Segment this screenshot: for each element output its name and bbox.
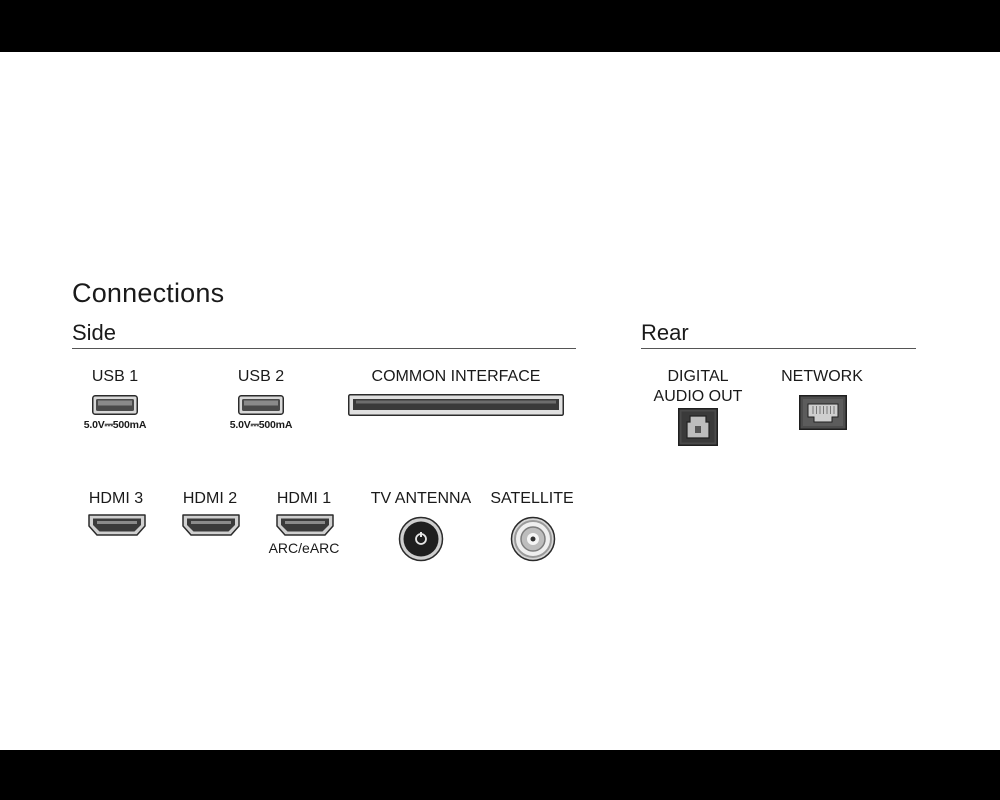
optical-audio-icon	[678, 408, 718, 446]
hdmi3-label: HDMI 3	[88, 490, 144, 507]
usb1-power-spec: 5.0V⎓500mA	[83, 419, 147, 431]
hdmi-port-icon	[182, 514, 240, 536]
bottom-letterbox-bar	[0, 750, 1000, 800]
top-letterbox-bar	[0, 0, 1000, 52]
digital-audio-out-label-line2: AUDIO OUT	[653, 388, 743, 405]
section-heading-side: Side	[72, 320, 117, 345]
hdmi1-arc-label: ARC/eARC	[268, 540, 340, 556]
digital-audio-out-label-line1: DIGITAL	[667, 368, 729, 385]
hdmi2-label: HDMI 2	[182, 490, 238, 507]
section-heading-rear: Rear	[641, 320, 689, 345]
coax-antenna-icon	[398, 516, 444, 562]
hdmi1-label: HDMI 1	[276, 490, 332, 507]
tv-antenna-label: TV ANTENNA	[370, 490, 472, 507]
page-title: Connections	[72, 278, 225, 308]
usb2-power-spec: 5.0V⎓500mA	[229, 419, 293, 431]
side-divider	[72, 348, 576, 349]
ci-slot-icon	[348, 394, 564, 416]
usb2-label: USB 2	[237, 368, 285, 385]
network-label: NETWORK	[781, 368, 863, 385]
hdmi-port-icon	[88, 514, 146, 536]
usb-port-icon	[238, 395, 284, 415]
common-interface-label: COMMON INTERFACE	[371, 368, 541, 385]
usb-port-icon	[92, 395, 138, 415]
usb1-label: USB 1	[91, 368, 139, 385]
rear-divider	[641, 348, 916, 349]
satellite-f-connector-icon	[510, 516, 556, 562]
satellite-label: SATELLITE	[490, 490, 574, 507]
ethernet-port-icon	[799, 395, 847, 430]
hdmi-port-icon	[276, 514, 334, 536]
